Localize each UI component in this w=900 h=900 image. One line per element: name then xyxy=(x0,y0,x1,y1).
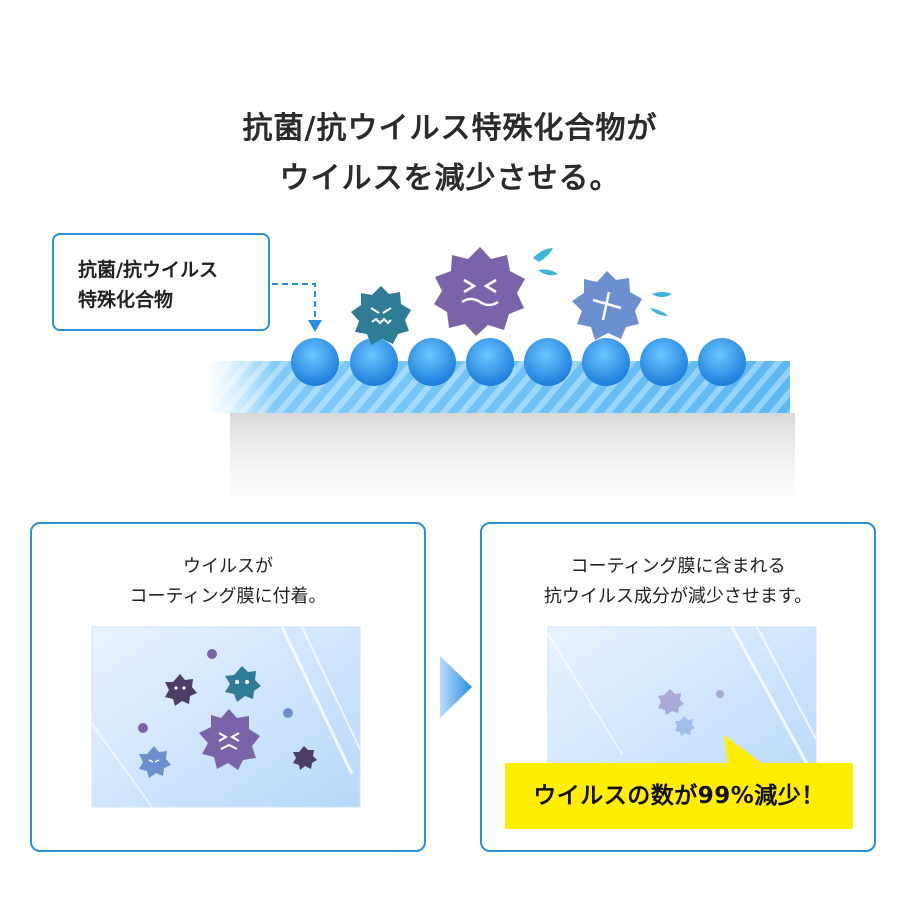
before-panel-text: ウイルスが コーティング膜に付着。 xyxy=(32,552,424,612)
virus-dark-icon xyxy=(165,674,197,706)
next-arrow-icon xyxy=(440,656,472,718)
faded-virus-icon xyxy=(658,689,684,715)
before-panel: ウイルスが コーティング膜に付着。 xyxy=(30,522,426,852)
virus-small-icon xyxy=(138,649,293,733)
compound-label-line-2: 特殊化合物 xyxy=(78,289,174,311)
after-line-1: コーティング膜に含まれる xyxy=(570,556,786,577)
virus-teal-icon xyxy=(351,286,411,345)
headline-line-1: 抗菌/抗ウイルス特殊化合物が xyxy=(242,111,658,146)
headline-line-2: ウイルスを減少させる。 xyxy=(279,161,621,196)
virus-blue-icon xyxy=(572,271,642,340)
coating-illustration xyxy=(205,247,795,520)
virus-blue-icon xyxy=(139,746,171,778)
virus-purple-icon xyxy=(199,709,260,770)
before-glass-illustration xyxy=(91,626,361,808)
film-shadow xyxy=(230,413,795,520)
virus-purple-icon xyxy=(434,247,525,336)
compound-label-box: 抗菌/抗ウイルス 特殊化合物 xyxy=(52,233,270,331)
compound-balls xyxy=(291,338,746,386)
faded-virus-icon xyxy=(675,716,695,736)
reduction-callout: ウイルスの数が99%減少！ xyxy=(505,763,853,829)
virus-dark-icon xyxy=(293,746,317,770)
headline: 抗菌/抗ウイルス特殊化合物が ウイルスを減少させる。 xyxy=(0,104,900,204)
after-line-2: 抗ウイルス成分が減少させます。 xyxy=(543,586,813,607)
sweat-drops-icon xyxy=(533,248,558,276)
sweat-drops-icon xyxy=(650,292,672,316)
before-line-1: ウイルスが xyxy=(183,556,273,577)
compound-label-line-1: 抗菌/抗ウイルス xyxy=(78,259,218,281)
leader-arrow-icon xyxy=(272,283,322,332)
after-panel-text: コーティング膜に含まれる 抗ウイルス成分が減少させます。 xyxy=(482,552,874,612)
virus-teal-icon xyxy=(225,666,261,702)
before-line-2: コーティング膜に付着。 xyxy=(129,586,327,607)
callout-tail xyxy=(724,735,764,765)
